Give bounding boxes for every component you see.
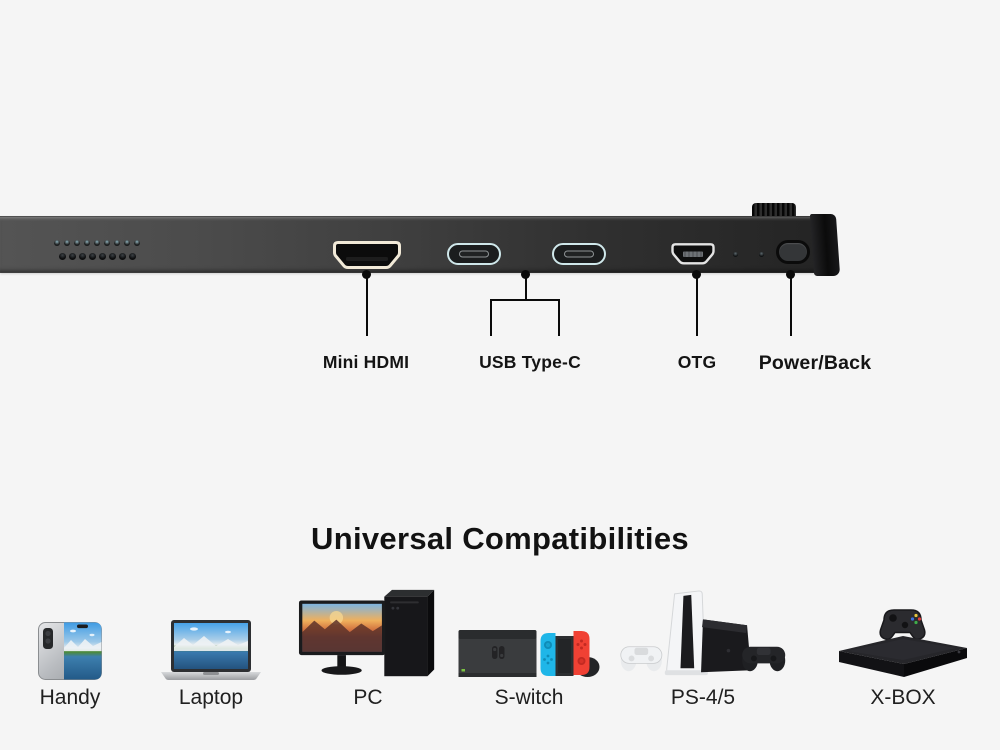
compat-item-label: Laptop (178, 686, 244, 709)
indicator-dot (733, 252, 738, 257)
compat-item-playstation: PS-4/5 (617, 588, 789, 710)
device-end-cap (809, 214, 841, 276)
mini-hdmi-port-icon (333, 241, 401, 269)
port-label-mini-hdmi: Mini HDMI (322, 352, 410, 372)
port-label-otg: OTG (677, 352, 717, 372)
laptop-icon (161, 620, 261, 680)
compat-item-label: Handy (39, 686, 101, 709)
smartphone-icon (38, 622, 102, 680)
speaker-grille-row (54, 240, 140, 246)
playstation-icon (620, 590, 786, 676)
power-back-button-icon (776, 240, 810, 264)
dial-button (752, 203, 796, 219)
xbox-icon (839, 609, 967, 677)
usb-c-port-icon (447, 243, 501, 265)
nintendo-switch-icon (458, 630, 600, 677)
compat-item-handy: Handy (37, 588, 103, 710)
compat-item-label: PC (353, 686, 383, 709)
speaker-grille-row (59, 253, 136, 260)
otg-micro-usb-port-icon (671, 243, 715, 265)
section-title: Universal Compatibilities (311, 521, 689, 556)
desktop-pc-icon (298, 589, 435, 677)
compat-item-xbox: X-BOX (833, 588, 973, 710)
usb-c-port-icon (552, 243, 606, 265)
port-label-power-back: Power/Back (758, 352, 872, 374)
compat-item-switch: S-witch (457, 588, 602, 710)
indicator-dot (759, 252, 764, 257)
compat-item-pc: PC (295, 588, 441, 710)
compat-item-label: PS-4/5 (670, 686, 736, 709)
compat-item-label: X-BOX (870, 686, 936, 709)
compat-item-laptop: Laptop (156, 588, 266, 710)
port-label-usb-type-c: USB Type-C (479, 352, 581, 372)
compat-item-label: S-witch (494, 686, 564, 709)
